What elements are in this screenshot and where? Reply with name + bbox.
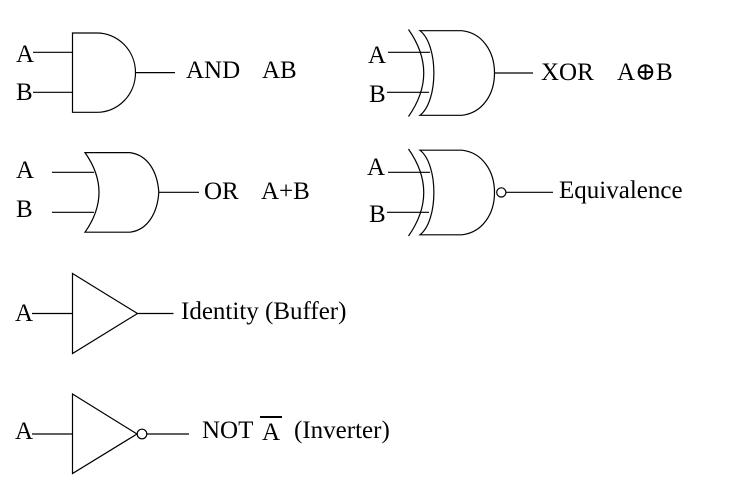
equivalence-gate-symbol (387, 148, 553, 237)
not-inversion-bubble (136, 428, 148, 440)
not-expression-overbar: A (260, 416, 283, 445)
xor-input-b-label: B (369, 81, 386, 108)
buffer-gate-body (71, 272, 139, 355)
buffer-gate-name: Identity (Buffer) (181, 298, 347, 325)
equivalence-inversion-bubble (496, 187, 507, 198)
equivalence-input-b-label: B (369, 201, 386, 228)
and-expression: AB (262, 57, 297, 84)
xor-gate-symbol (387, 29, 533, 117)
or-input-a-label: A (16, 157, 35, 184)
buffer-gate-symbol (32, 272, 174, 355)
equivalence-gate-body (418, 149, 496, 236)
not-gate-name: NOT (202, 417, 254, 444)
and-input-a-label: A (16, 41, 35, 68)
or-gate-body (83, 152, 160, 233)
xor-extra-input-arc (408, 29, 425, 117)
equivalence-gate-name: Equivalence (559, 177, 683, 204)
not-input-a-label: A (15, 418, 34, 445)
and-gate-name: AND (186, 57, 241, 84)
not-gate-symbol (32, 392, 189, 475)
or-expression: A+B (261, 178, 310, 205)
or-gate-symbol (52, 152, 199, 233)
and-input-b-label: B (16, 79, 33, 106)
or-gate-name: OR (204, 178, 239, 205)
not-expression: A (260, 416, 283, 445)
buffer-input-a-label: A (15, 300, 34, 327)
and-gate-symbol (33, 32, 175, 113)
equivalence-extra-input-arc (408, 148, 425, 237)
and-gate-body (71, 32, 137, 113)
or-input-b-label: B (16, 196, 33, 223)
xor-gate-name: XOR (541, 59, 594, 86)
xor-expression: A⊕B (617, 59, 673, 86)
xor-input-a-label: A (368, 42, 387, 69)
xor-gate-body (418, 30, 496, 116)
not-gate-body (71, 392, 139, 475)
equivalence-input-a-label: A (367, 154, 386, 181)
not-suffix-label: (Inverter) (294, 417, 390, 444)
